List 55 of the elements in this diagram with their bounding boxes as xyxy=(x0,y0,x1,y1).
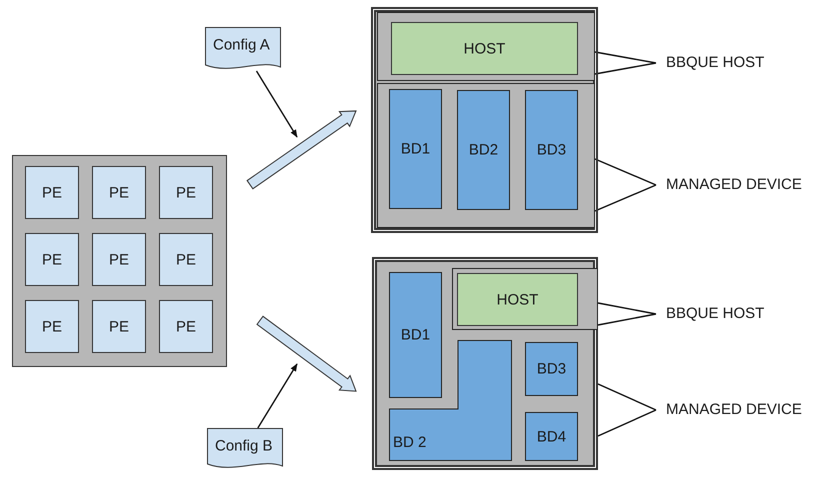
device-region xyxy=(377,83,593,228)
bracket-leader xyxy=(597,302,657,326)
box-label: BD3 xyxy=(536,142,568,158)
bracket-leader xyxy=(597,383,657,437)
device-panel xyxy=(371,7,598,233)
box-label: PE xyxy=(108,184,130,201)
block-device-box xyxy=(525,90,578,210)
box-label: BD 2 xyxy=(393,434,426,451)
box-label: PE xyxy=(108,318,130,335)
host-box xyxy=(391,22,578,75)
callout-label: BBQUE HOST xyxy=(656,303,778,325)
box-label: PE xyxy=(40,184,63,201)
block-arrow xyxy=(256,316,357,392)
box-label: PE xyxy=(40,318,63,335)
block-device-box xyxy=(389,89,442,209)
document-shape xyxy=(205,27,281,71)
box-label: Config A xyxy=(213,36,271,54)
document-shape xyxy=(207,428,283,470)
processing-element-box xyxy=(25,166,79,219)
box-label: BD1 xyxy=(400,140,432,158)
callout-label: MANAGED DEVICE xyxy=(656,174,808,196)
box-label: BD4 xyxy=(536,428,568,445)
block-device-box xyxy=(525,412,578,461)
host-box xyxy=(457,273,578,326)
box-label: PE xyxy=(174,251,197,268)
processing-element-box xyxy=(92,166,146,219)
box-label: PE xyxy=(40,251,63,268)
box-label: BD3 xyxy=(536,360,568,378)
arrow xyxy=(256,70,298,138)
processing-element-box xyxy=(92,300,146,353)
box-label: BD1 xyxy=(400,326,432,344)
processing-element-box xyxy=(25,300,79,353)
l-shaped-block-device xyxy=(389,340,512,461)
box-label: BD2 xyxy=(468,142,500,158)
processor-grid-panel xyxy=(12,155,227,367)
block-arrow xyxy=(246,110,357,190)
device-region xyxy=(377,12,593,81)
processing-element-box xyxy=(159,233,213,286)
processing-element-box xyxy=(159,166,213,219)
box-label: PE xyxy=(174,184,197,201)
box-label: HOST xyxy=(462,40,506,57)
callout-label: MANAGED DEVICE xyxy=(656,399,808,421)
processing-element-box xyxy=(25,233,79,286)
arrow xyxy=(257,363,298,428)
device-panel xyxy=(372,257,598,470)
box-label: PE xyxy=(174,318,197,335)
block-device-box xyxy=(457,90,510,210)
block-device-box xyxy=(525,342,578,396)
box-label: Config B xyxy=(215,437,274,454)
box-label: HOST xyxy=(496,291,540,308)
processing-element-box xyxy=(159,300,213,353)
processing-element-box xyxy=(92,233,146,286)
block-device-box xyxy=(389,272,442,398)
box-label: PE xyxy=(108,251,130,268)
callout-label: BBQUE HOST xyxy=(656,52,778,74)
